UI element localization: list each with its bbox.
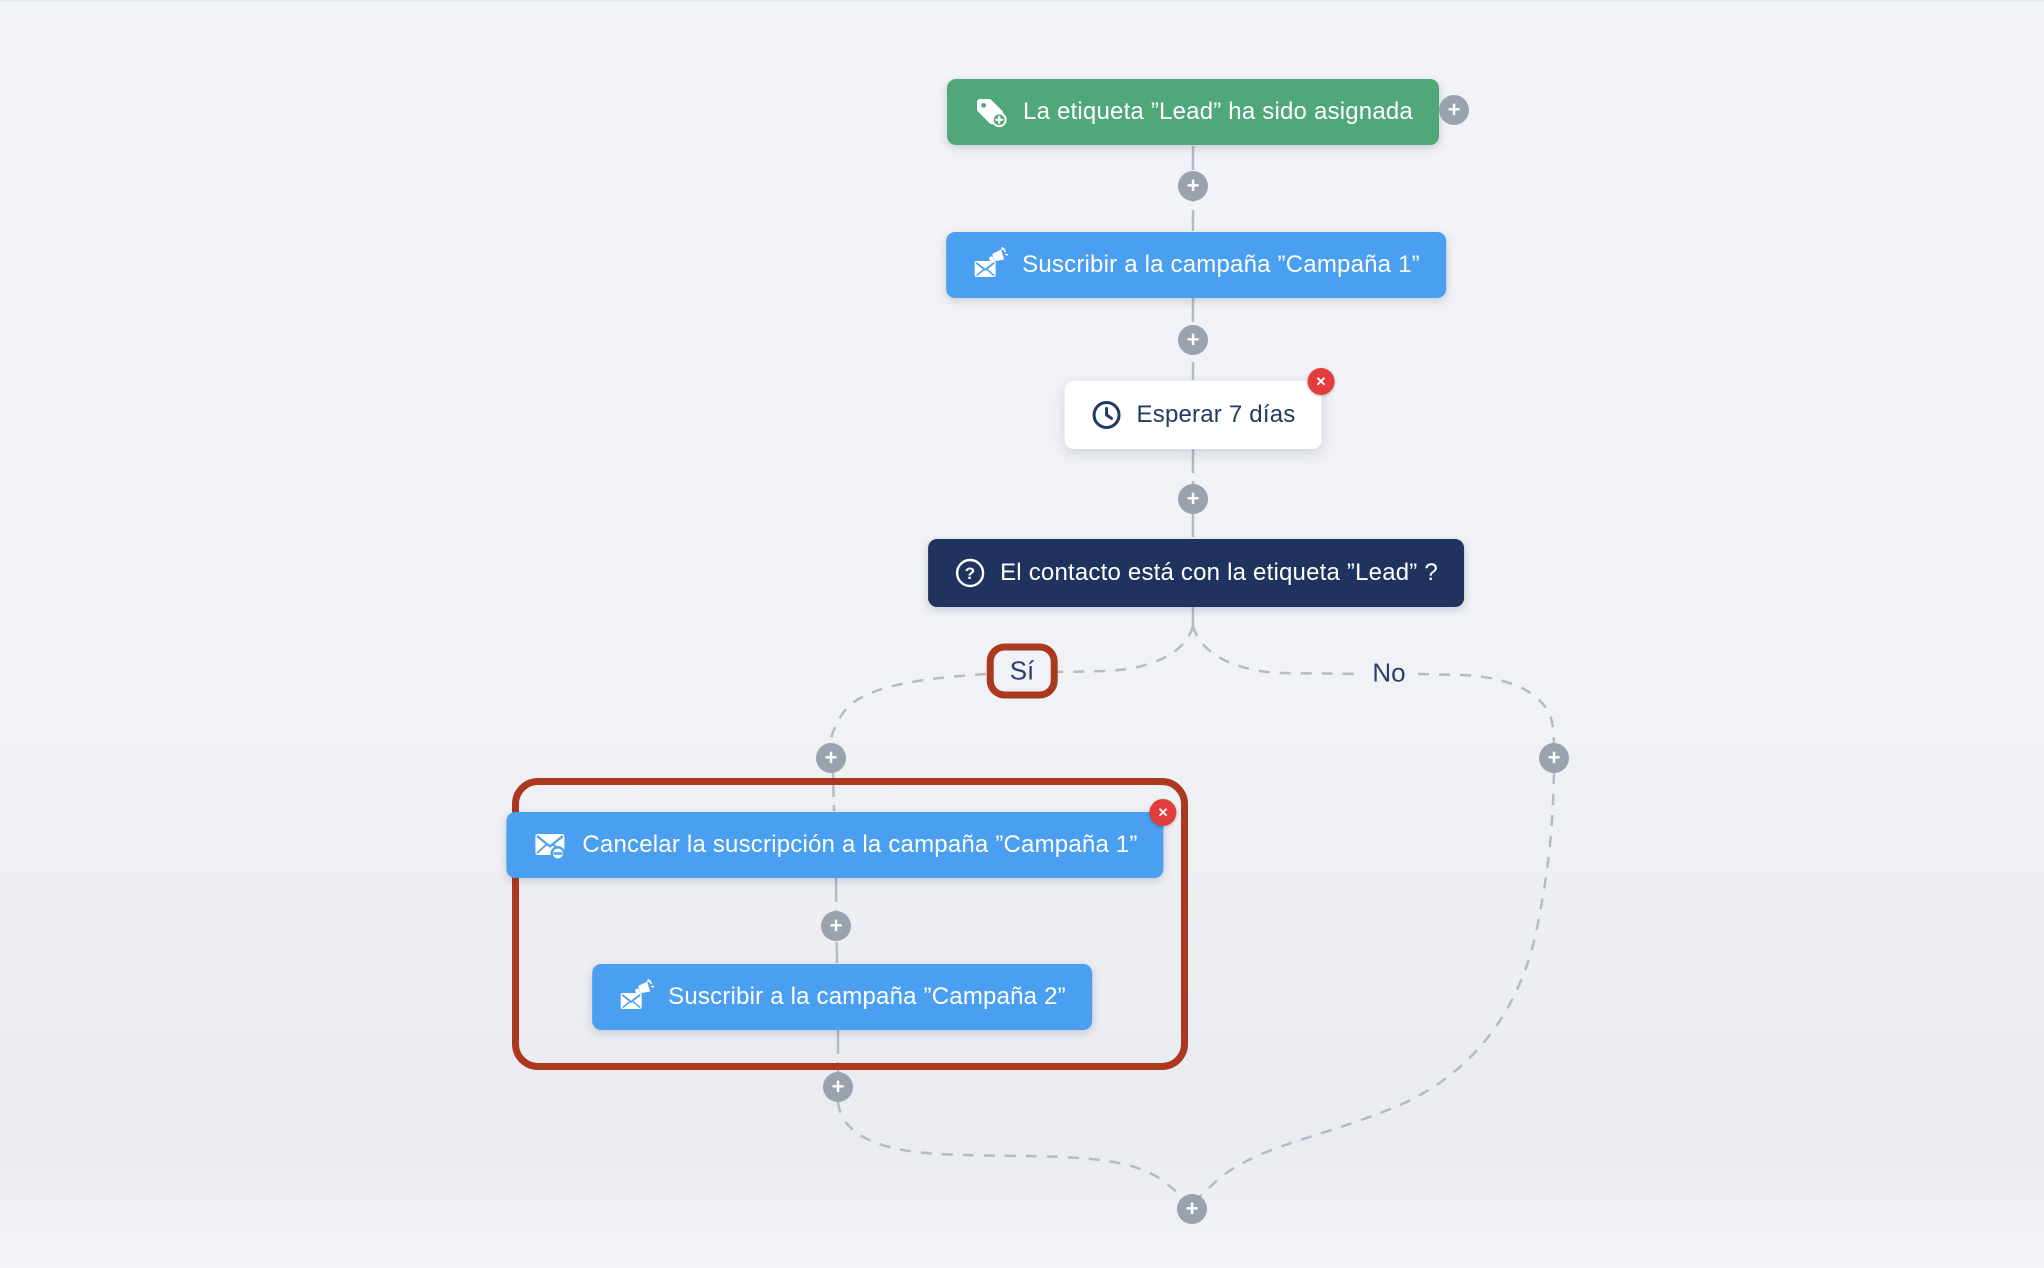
branch-label-no[interactable]: No (1362, 655, 1416, 691)
add-trigger-button[interactable]: + (1439, 95, 1469, 125)
trigger-node-label: La etiqueta ”Lead” ha sido asignada (1023, 98, 1413, 125)
clock-icon (1091, 399, 1123, 431)
action-node-subscribe-campaign2[interactable]: Suscribir a la campaña ”Campaña 2” (592, 964, 1092, 1030)
delete-unsubscribe-button[interactable]: ✕ (1149, 799, 1177, 826)
action-node-subscribe-campaign1[interactable]: Suscribir a la campaña ”Campaña 1” (946, 232, 1446, 298)
close-icon: ✕ (1315, 373, 1327, 389)
add-step-after-subscribe1-button[interactable]: + (1178, 325, 1208, 355)
mail-megaphone-icon (972, 247, 1009, 283)
mail-minus-icon (532, 827, 568, 863)
add-step-after-trigger-button[interactable]: + (1178, 171, 1208, 201)
add-step-after-selection-button[interactable]: + (823, 1072, 853, 1102)
yes-text: Sí (1009, 655, 1035, 686)
action-node-unsubscribe-campaign1[interactable]: Cancelar la suscripción a la campaña ”Ca… (506, 799, 1177, 878)
wait-node[interactable]: Esperar 7 días ✕ (1064, 368, 1335, 449)
add-step-merge-button[interactable]: + (1177, 1194, 1207, 1224)
close-icon: ✕ (1157, 804, 1169, 820)
condition-node-label: El contacto está con la etiqueta ”Lead” … (1000, 559, 1438, 586)
connector-no-plus (1417, 672, 1556, 744)
wait-node-label: Esperar 7 días (1136, 401, 1296, 428)
add-step-after-wait-button[interactable]: + (1178, 484, 1208, 514)
action-node-label: Suscribir a la campaña ”Campaña 2” (668, 983, 1066, 1010)
add-step-yes-branch-button[interactable]: + (816, 743, 846, 773)
delete-wait-button[interactable]: ✕ (1307, 368, 1335, 395)
selection-box (512, 778, 1188, 1070)
add-step-no-branch-button[interactable]: + (1539, 743, 1569, 773)
branch-label-yes[interactable]: Sí (986, 643, 1058, 699)
mail-megaphone-icon (618, 979, 655, 1015)
connector-yes-merge (836, 1101, 1187, 1203)
action-node-label: Cancelar la suscripción a la campaña ”Ca… (582, 831, 1138, 858)
svg-text:?: ? (965, 564, 976, 583)
tag-plus-icon (973, 94, 1009, 130)
connector-fork-no (1191, 625, 1362, 676)
action-node-label: Suscribir a la campaña ”Campaña 1” (1022, 251, 1420, 278)
connector-fork-yes (1057, 625, 1195, 674)
no-text: No (1372, 657, 1406, 688)
add-step-between-selection-button[interactable]: + (821, 911, 851, 941)
condition-node-has-lead-tag[interactable]: ? El contacto está con la etiqueta ”Lead… (928, 539, 1464, 607)
connector-no-merge (1197, 772, 1556, 1199)
trigger-node-tag-assigned[interactable]: La etiqueta ”Lead” ha sido asignada (947, 79, 1439, 145)
question-mark-icon: ? (954, 557, 986, 589)
connector-yes-plus (829, 672, 987, 744)
